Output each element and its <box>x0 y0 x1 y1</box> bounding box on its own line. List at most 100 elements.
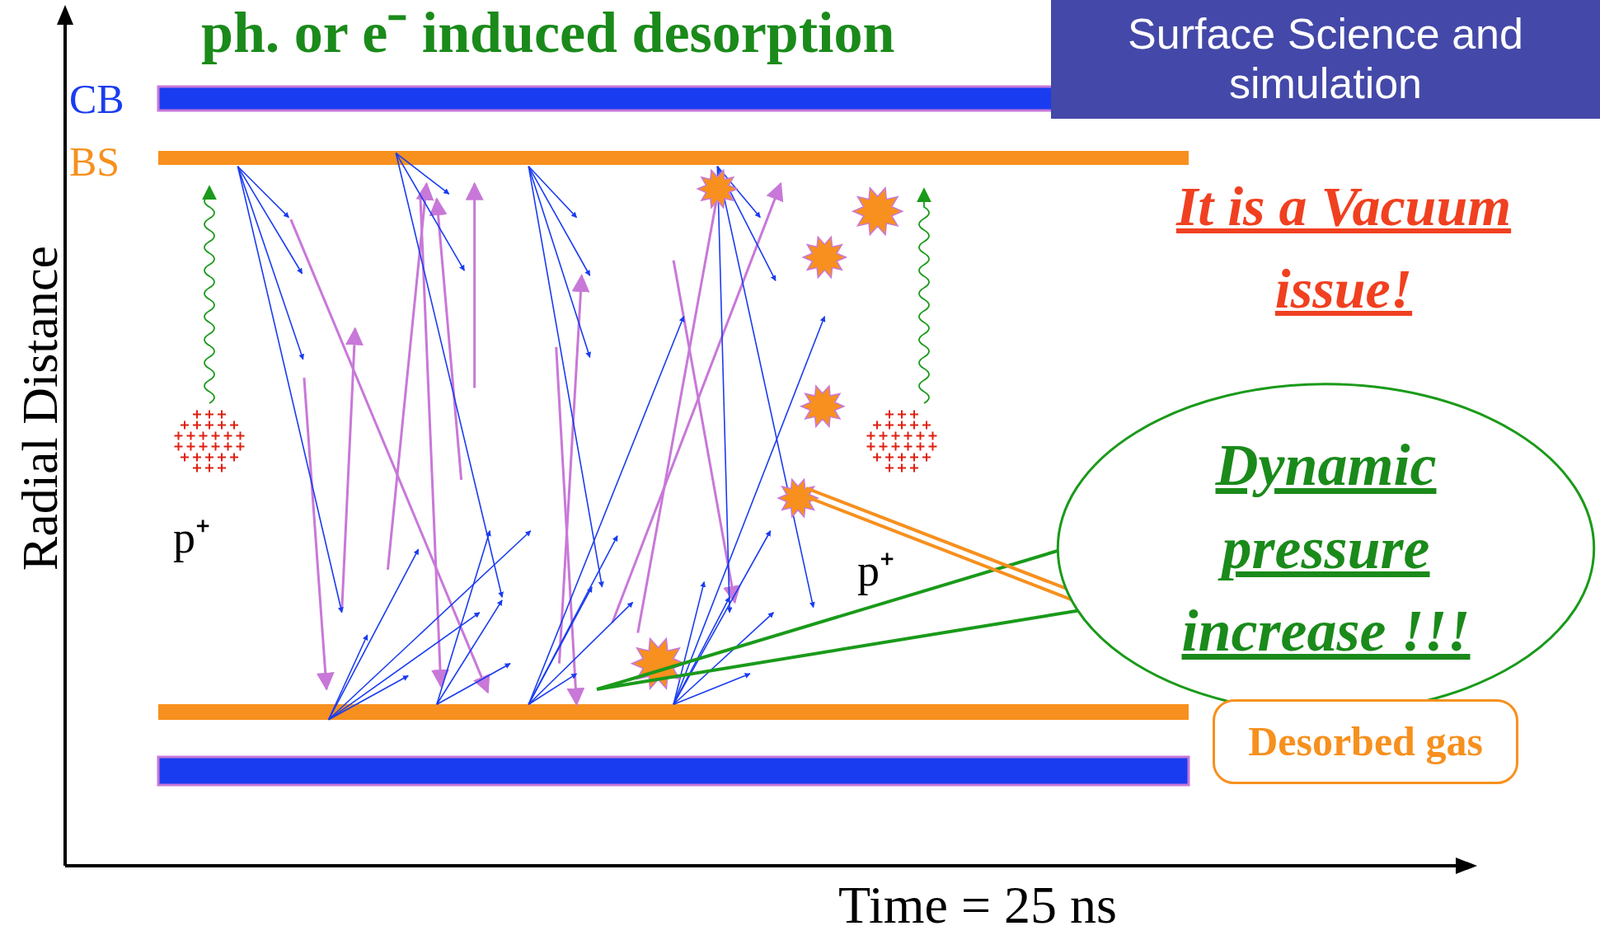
proton-mark <box>217 464 226 473</box>
electron-arrow <box>436 663 511 705</box>
electron-arrow <box>673 530 771 704</box>
proton-mark <box>187 442 196 451</box>
proton-mark <box>236 431 245 441</box>
proton-mark <box>180 453 189 462</box>
proton-mark <box>891 442 901 451</box>
axis-arrowhead <box>1455 857 1478 874</box>
electron-arrow <box>528 601 633 704</box>
proton-mark <box>236 442 245 451</box>
proton-mark <box>872 453 882 462</box>
photon-arrow <box>673 260 735 603</box>
proton-mark <box>187 431 196 441</box>
electron-arrow <box>436 530 490 704</box>
proton-mark <box>224 431 233 441</box>
electron-arrow <box>328 530 531 720</box>
x-axis <box>65 863 1460 868</box>
proton-mark <box>192 421 202 430</box>
proton-mark <box>224 442 233 451</box>
proton-mark <box>205 421 214 430</box>
proton-mark <box>879 442 888 451</box>
proton-mark <box>910 410 919 419</box>
proton-mark <box>199 442 208 451</box>
proton-mark <box>904 431 913 441</box>
electron-arrow <box>395 153 465 271</box>
electron-arrow <box>328 612 480 720</box>
proton-mark <box>217 421 226 430</box>
bubble-ellipse <box>1057 384 1594 713</box>
vacuum-note: It is a Vacuum issue! <box>1112 164 1575 330</box>
proton-mark <box>885 464 894 473</box>
electron-arrow <box>436 600 503 704</box>
photon-arrows <box>290 183 781 704</box>
photon-wave <box>919 188 930 404</box>
proton-label: p⁺ <box>173 512 211 563</box>
proton-mark <box>180 421 189 430</box>
proton-mark <box>922 421 931 430</box>
proton-mark <box>929 431 938 441</box>
electron-arrow <box>528 166 590 358</box>
title-banner: Surface Science and simulation <box>1051 0 1600 119</box>
proton-mark <box>229 453 239 462</box>
electron-arrow <box>673 612 774 704</box>
proton-mark <box>205 453 214 462</box>
electron-arrow <box>328 634 368 720</box>
electron-arrow <box>717 166 730 613</box>
proton-mark <box>867 442 876 451</box>
proton-mark <box>929 442 938 451</box>
electron-arrow <box>237 166 303 360</box>
proton-mark <box>192 464 202 473</box>
beam-screen-bar <box>158 703 1189 720</box>
proton-mark <box>885 410 894 419</box>
proton-mark <box>916 442 925 451</box>
electron-arrow <box>237 166 342 613</box>
bs-label: BS <box>69 138 120 185</box>
electron-arrows <box>237 153 825 720</box>
proton-label: p⁺ <box>857 545 895 596</box>
proton-mark <box>872 421 882 430</box>
beam-screen-bar <box>158 150 1189 165</box>
proton-mark <box>217 453 226 462</box>
electron-arrow <box>528 166 602 587</box>
proton-mark <box>879 431 888 441</box>
electron-arrow <box>673 581 704 705</box>
node-text: Surface Science and simulation <box>1078 9 1573 109</box>
gas-splat <box>697 169 737 208</box>
proton-mark <box>922 453 931 462</box>
proton-mark <box>217 410 226 419</box>
proton-mark <box>229 421 239 430</box>
proton-mark <box>199 431 208 441</box>
proton-mark <box>885 453 894 462</box>
proton-mark <box>910 453 919 462</box>
photon-arrow <box>342 328 356 611</box>
proton-mark <box>897 421 906 430</box>
photon-wave <box>204 186 215 404</box>
proton-mark <box>916 431 925 441</box>
photon-arrow <box>387 183 427 570</box>
title: ph. or e⁻ induced desorption <box>201 0 895 66</box>
gas-splat <box>802 236 846 278</box>
proton-mark <box>897 453 906 462</box>
proton-mark <box>174 442 183 451</box>
node-text: Dynamic pressure increase !!! <box>1144 423 1508 673</box>
proton-mark <box>867 431 876 441</box>
cold-bore-bar <box>158 756 1189 785</box>
electron-arrow <box>528 535 618 704</box>
electron-arrow <box>673 316 825 704</box>
proton-mark <box>192 453 202 462</box>
cold-bore-bar <box>158 86 1066 111</box>
axis-label: Radial Distance <box>11 245 68 571</box>
proton-mark <box>211 442 221 451</box>
gas-splat <box>801 385 845 427</box>
callout-box: Desorbed gas <box>1212 699 1519 784</box>
node-text: Desorbed gas <box>1248 717 1483 766</box>
proton-mark <box>174 431 183 441</box>
electron-arrow <box>395 153 503 598</box>
proton-mark <box>205 410 214 419</box>
cb-label: CB <box>69 75 125 122</box>
axis-label: Time = 25 ns <box>838 876 1117 934</box>
electron-arrow <box>328 548 419 720</box>
photon-arrow <box>473 183 476 389</box>
proton-mark <box>897 464 906 473</box>
proton-mark <box>910 421 919 430</box>
gas-splat <box>853 187 903 235</box>
